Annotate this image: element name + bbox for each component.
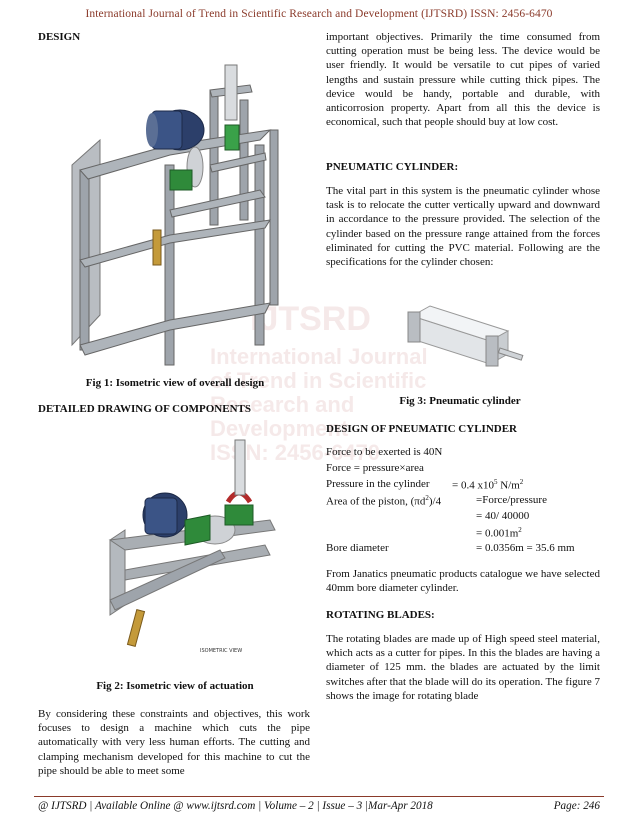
pressure-value: = 0.4 x10 [452,479,494,492]
watermark-line: Development [210,416,349,441]
equation-area-value-3: = 0.001m2 [476,526,522,540]
figure-3-caption: Fig 3: Pneumatic cylinder [399,395,521,407]
equation-force-definition: Force = pressure×area [326,462,424,474]
figure-2-label: ISOMETRIC VIEW [200,648,242,654]
equation-pressure-value: = 0.4 x105 N/m2 [452,478,523,492]
pneumatic-paragraph: The vital part in this system is the pne… [326,185,600,269]
pressure-exponent: 5 [493,478,498,486]
figure-1-caption: Fig 1: Isometric view of overall design [85,377,265,389]
design-of-cylinder-heading: DESIGN OF PNEUMATIC CYLINDER [326,423,517,435]
watermark-line: Research and [210,392,355,417]
objectives-paragraph: important objectives. Primarily the time… [326,31,600,129]
detailed-drawing-heading: DETAILED DRAWING OF COMPONENTS [38,403,251,415]
area-result: = 0.001m [476,527,519,540]
page-number: Page: 246 [553,800,600,812]
footer-divider [34,796,604,797]
figure-2-caption: Fig 2: Isometric view of actuation [96,680,254,692]
equation-area-value-2: = 40/ 40000 [476,510,530,522]
area-label-exponent: 2 [425,494,429,502]
pressure-unit-exponent: 2 [519,478,524,486]
figure-3-pneumatic-cylinder [407,305,524,367]
equation-bore-label: Bore diameter [326,542,389,554]
area-label-tail: )/4 [428,495,442,508]
pneumatic-cylinder-heading: PNEUMATIC CYLINDER: [326,161,459,173]
janatics-paragraph: From Janatics pneumatic products catalog… [326,568,600,595]
page-footer: @ IJTSRD | Available Online @ www.ijtsrd… [38,800,600,812]
design-heading: DESIGN [38,31,81,43]
equation-bore-value: = 0.0356m = 35.6 mm [476,542,575,554]
watermark: IJTSRD [250,300,371,339]
equation-pressure-label: Pressure in the cylinder [326,478,430,490]
equation-area-label: Area of the piston, (πd2)/4 [326,494,441,508]
equation-force-required: Force to be exerted is 40N [326,446,443,458]
journal-header: International Journal of Trend in Scient… [85,8,553,20]
watermark-line: IJTSRD [250,300,371,338]
watermark-line: International Journal [210,344,428,369]
area-label: Area of the piston, (πd [326,495,426,508]
constraints-paragraph: By considering these constraints and obj… [38,708,310,777]
area-result-exponent: 2 [518,526,522,534]
rotating-blades-paragraph: The rotating blades are made up of High … [326,633,600,702]
figure-1-overall-design [71,64,279,366]
watermark-line: of Trend in Scientific [210,368,427,393]
equation-area-value: =Force/pressure [476,494,547,506]
rotating-blades-heading: ROTATING BLADES: [326,609,435,621]
pressure-unit: N/m [497,479,520,492]
figure-2-actuation: ISOMETRIC VIEW [108,439,276,654]
watermark-text: International Journal of Trend in Scient… [210,345,428,465]
footer-citation: @ IJTSRD | Available Online @ www.ijtsrd… [38,800,433,812]
